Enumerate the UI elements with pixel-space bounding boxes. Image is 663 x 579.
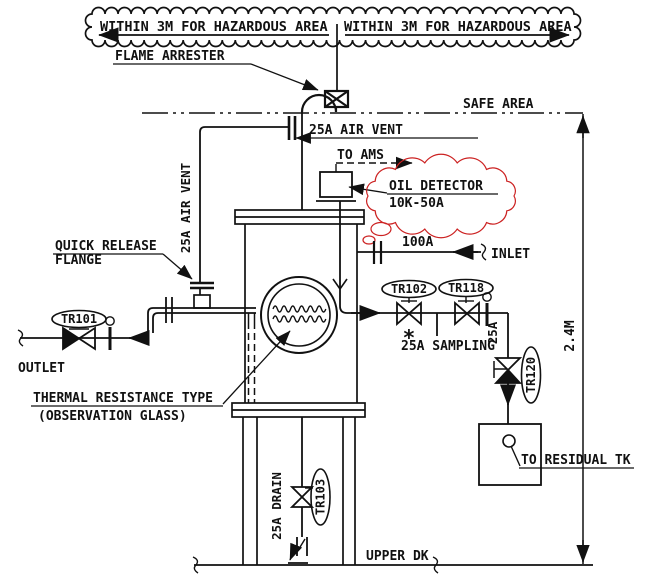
internal-suction-pipe [247, 313, 256, 403]
flame-arrester-label: FLAME ARRESTER [115, 49, 225, 64]
outlet-break-symbol [17, 329, 24, 347]
cloud-tail-bubble-1 [370, 221, 392, 237]
valve-tr101-left [62, 326, 81, 351]
sensor-circle-icon [482, 292, 492, 302]
valve-tr101: TR101 [51, 309, 107, 351]
sampling-temp-sensor [482, 292, 492, 326]
valve-tr102: TR102 [381, 279, 437, 326]
liquid-wave-2 [272, 315, 327, 323]
valve-tr101-right [77, 326, 96, 351]
vent-branch-flange [287, 116, 297, 140]
observation-glass-label: (OBSERVATION GLASS) [38, 409, 187, 424]
valve-tr118: TR118 [438, 278, 494, 326]
sampling-pipe [339, 289, 508, 314]
thermal-resistance-label: THERMAL RESISTANCE TYPE [33, 391, 213, 406]
valve-tr120-top [493, 357, 523, 372]
sampling-line: TR102 * 25A SAMPLING TR118 25A [332, 278, 634, 486]
residual-box [478, 423, 542, 486]
quick-release-label-2: FLANGE [55, 253, 102, 268]
sampling-label: 25A SAMPLING [401, 339, 495, 354]
outlet-label: OUTLET [18, 361, 65, 376]
drain-spout [288, 537, 308, 564]
flame-arrester: FLAME ARRESTER [113, 49, 350, 109]
scalloped-border [84, 6, 582, 48]
oil-detector-size-label: 10K-50A [389, 196, 444, 211]
inlet-line: 100A INLET [357, 235, 530, 264]
oil-detector-label: OIL DETECTOR [389, 179, 483, 194]
quick-release-flange-icon [190, 281, 214, 290]
dimension-2-4m: 2.4M [563, 114, 590, 564]
valve-tr102-right [407, 301, 422, 326]
banner-text-left: WITHIN 3M FOR HAZARDOUS AREA [100, 19, 328, 35]
outlet-pipe-outer [147, 307, 256, 338]
outlet-pipe-flange [165, 297, 173, 323]
to-ams-label: TO AMS [337, 148, 384, 163]
valve-tr118-right [465, 301, 480, 326]
banner-text-right: WITHIN 3M FOR HAZARDOUS AREA [344, 19, 572, 35]
valve-tr103: TR103 [289, 468, 331, 526]
upper-deck: UPPER DK [192, 549, 593, 574]
sensor-circle-icon [105, 316, 115, 326]
tank-legs [242, 417, 356, 565]
sampling-riser-label: 25A [485, 321, 500, 344]
residual-connection-circle [502, 434, 516, 448]
thermal-leader [222, 330, 291, 405]
dimension-label: 2.4M [563, 320, 578, 351]
valve-tr120: TR120 [493, 346, 542, 404]
vent-piping: 25A AIR VENT 25A AIR VENT [178, 93, 478, 283]
tag-tr118: TR118 [448, 281, 484, 295]
vent-gooseneck [300, 93, 338, 113]
cloud-tail-bubble-2 [362, 235, 376, 245]
oil-detector-leader [348, 183, 388, 196]
tag-tr120: TR120 [524, 357, 538, 393]
air-vent-riser-label: 25A AIR VENT [178, 163, 193, 253]
deck-break-left [192, 556, 199, 574]
drain-line: TR103 25A DRAIN [269, 417, 331, 564]
safe-area-boundary: SAFE AREA [142, 97, 583, 114]
flame-arrester-leader [250, 63, 319, 91]
asterisk-mark: * [403, 326, 416, 350]
revision-cloud [362, 153, 516, 245]
outlet-pipe-inner [152, 312, 256, 333]
oil-detector: TO AMS OIL DETECTOR 10K-50A [316, 148, 516, 288]
tag-tr101: TR101 [61, 312, 97, 326]
flame-arrester-x2 [324, 90, 349, 108]
quick-release-flange: QUICK RELEASE FLANGE [53, 239, 214, 309]
storage-tank: THERMAL RESISTANCE TYPE (OBSERVATION GLA… [31, 209, 366, 565]
valve-tr118-left [454, 301, 469, 326]
quick-release-label-1: QUICK RELEASE [55, 239, 157, 254]
deck-break-right [432, 556, 439, 574]
valve-tr103-top [289, 486, 315, 499]
drain-label: 25A DRAIN [269, 472, 284, 540]
tag-ellipse-tr103 [310, 468, 331, 526]
valve-tr102-left [396, 301, 411, 326]
inlet-size-label: 100A [402, 235, 433, 250]
tag-tr103: TR103 [314, 479, 328, 515]
air-vent-branch-label: 25A AIR VENT [309, 123, 403, 138]
residual-leader [510, 445, 521, 467]
vent-branch-pipe [199, 126, 288, 283]
tag-tr102: TR102 [391, 282, 427, 296]
to-residual-label: TO RESIDUAL TK [521, 453, 631, 468]
liquid-wave-1 [272, 305, 327, 313]
tag-ellipse-tr120 [520, 346, 542, 404]
hazardous-area-banner: WITHIN 3M FOR HAZARDOUS AREA WITHIN 3M F… [84, 6, 582, 91]
quick-release-leader [162, 253, 193, 280]
inlet-break-symbol [480, 243, 487, 261]
observation-glass [260, 276, 338, 354]
residual-tank-connection: TO RESIDUAL TK [478, 423, 634, 486]
drain-discharge-arrow [289, 542, 303, 561]
outlet-temp-sensor [105, 316, 115, 350]
upper-deck-label: UPPER DK [366, 549, 429, 564]
inlet-label: INLET [491, 247, 530, 262]
outlet-line: OUTLET TR101 [17, 297, 256, 403]
safe-area-label: SAFE AREA [463, 97, 534, 112]
inlet-flange [372, 241, 383, 264]
